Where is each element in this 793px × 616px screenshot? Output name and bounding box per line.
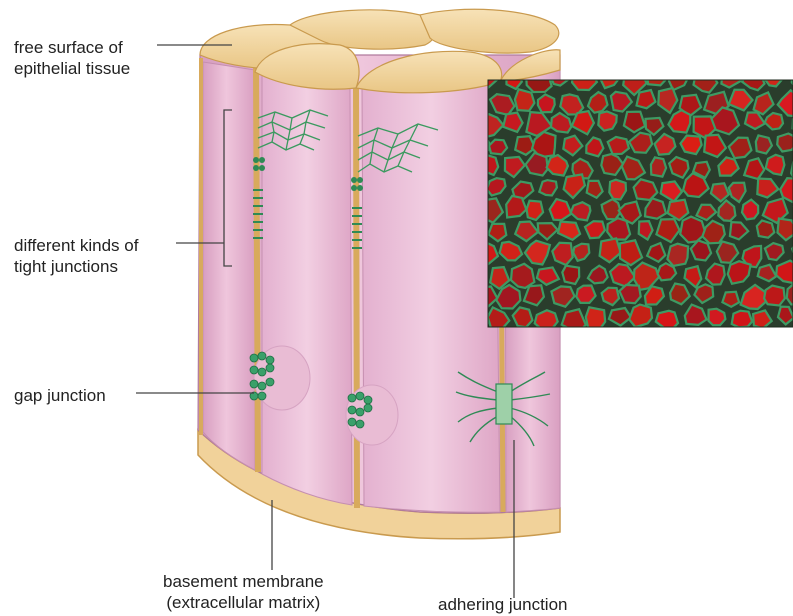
label-free-surface-line1: free surface of: [14, 37, 130, 58]
label-tight-line1: different kinds of: [14, 235, 138, 256]
micrograph-cell: [651, 157, 666, 176]
label-gap-junction: gap junction: [14, 385, 106, 406]
micrograph-cell: [613, 51, 629, 70]
micrograph-cell: [602, 199, 621, 219]
micrograph-cell: [634, 179, 658, 200]
label-basement-membrane: basement membrane (extracellular matrix): [163, 571, 324, 613]
micrograph-cell: [562, 266, 579, 284]
lateral-membrane: [256, 68, 258, 472]
micrograph-cell: [722, 292, 739, 307]
micrograph-cell: [709, 309, 726, 326]
micrograph-cell: [598, 111, 616, 130]
micrograph-cell: [732, 311, 752, 328]
micrograph-cell: [704, 47, 729, 69]
micrograph-cell: [777, 134, 793, 152]
label-free-surface: free surface of epithelial tissue: [14, 37, 130, 79]
micrograph-cell: [515, 89, 535, 111]
micrograph-cell: [629, 305, 652, 328]
label-basement-line1: basement membrane: [163, 571, 324, 592]
micrograph-cell: [572, 68, 597, 90]
cell-right: [362, 80, 500, 512]
label-free-surface-line2: epithelial tissue: [14, 58, 130, 79]
micrograph-cell: [681, 136, 702, 155]
micrograph-cell: [764, 286, 785, 306]
micrograph-cell: [775, 45, 793, 68]
label-tight-line2: tight junctions: [14, 256, 138, 277]
micrograph-cell: [634, 48, 651, 64]
micrograph-cell: [752, 49, 772, 66]
micrograph-cell: [757, 221, 774, 238]
adhering-junction-plaque: [496, 384, 512, 424]
micrograph-cell: [539, 180, 557, 195]
micrograph-cell: [619, 285, 640, 303]
micrograph-cell: [658, 53, 674, 70]
micrograph-cell: [667, 244, 688, 266]
label-tight-junctions: different kinds of tight junctions: [14, 235, 138, 277]
micrograph-cell: [681, 49, 704, 72]
micrograph-cell: [489, 140, 507, 155]
micrograph-cell: [607, 218, 630, 239]
cell-middle: [262, 75, 352, 505]
micrograph-cell: [586, 307, 605, 331]
micrograph-cell: [608, 137, 629, 154]
lateral-membrane: [356, 86, 357, 508]
micrograph-cell: [538, 94, 555, 112]
label-adhering-junction: adhering junction: [438, 594, 567, 615]
micrograph-cell: [511, 264, 534, 288]
micrograph-cell: [587, 49, 605, 69]
micrograph-cell: [609, 180, 626, 200]
micrograph-cell: [503, 113, 522, 132]
micrograph-cell: [566, 47, 585, 67]
micrograph-inset: [451, 45, 793, 333]
cell-top-dome: [420, 9, 559, 53]
label-basement-line2: (extracellular matrix): [163, 592, 324, 613]
micrograph-cell: [576, 286, 595, 303]
micrograph-cell: [730, 47, 749, 66]
